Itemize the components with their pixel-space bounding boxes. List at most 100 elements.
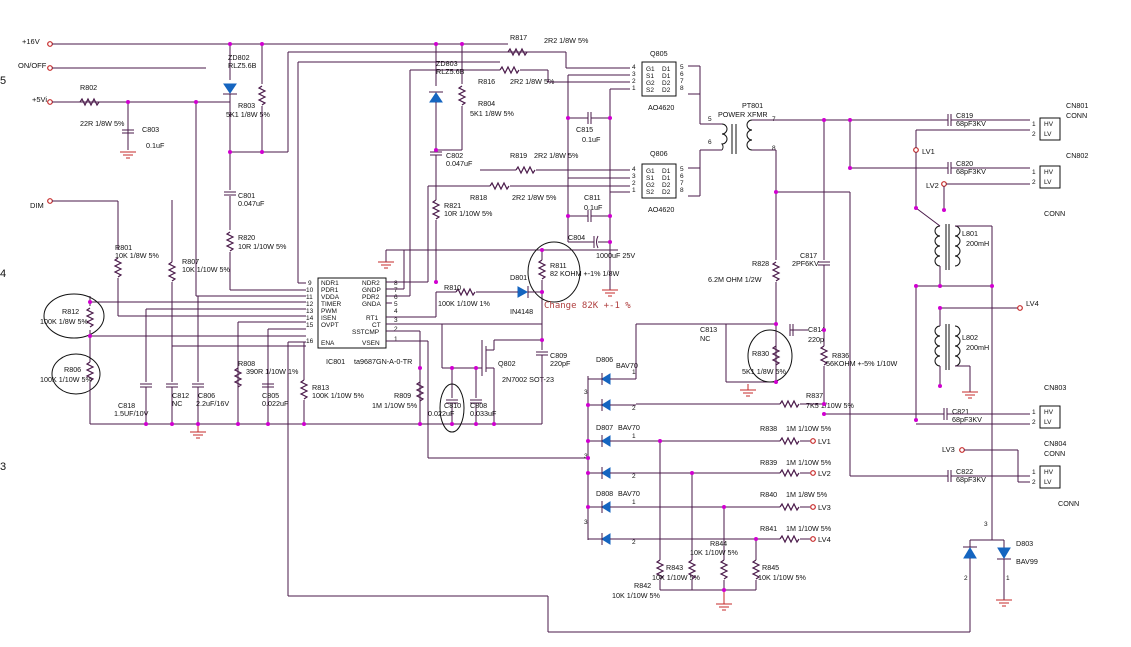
svg-text:DIM: DIM: [30, 201, 44, 210]
r821: R821 10R 1/10W 5%: [431, 199, 493, 220]
svg-text:C811: C811: [584, 193, 601, 202]
svg-text:PT801: PT801: [742, 101, 763, 110]
c803: C803 0.1uF: [122, 125, 165, 150]
svg-text:R839: R839: [760, 458, 777, 467]
svg-text:BAV70: BAV70: [618, 489, 640, 498]
svg-text:0.1uF: 0.1uF: [582, 135, 601, 144]
svg-text:G1: G1: [646, 66, 655, 73]
svg-text:1: 1: [1032, 409, 1036, 416]
svg-text:2: 2: [632, 405, 636, 412]
edge-mark-5: 5: [0, 75, 6, 87]
svg-text:0.1uF: 0.1uF: [146, 141, 165, 150]
svg-text:R838: R838: [760, 424, 777, 433]
svg-text:100K 1/10W 5%: 100K 1/10W 5%: [40, 375, 93, 384]
r840: R840 1M 1/8W 5%: [760, 490, 828, 512]
svg-text:4: 4: [632, 166, 636, 173]
svg-text:R836: R836: [832, 351, 849, 360]
svg-text:1M 1/10W 5%: 1M 1/10W 5%: [786, 424, 832, 433]
r817: R817 2R2 1/8W 5%: [507, 33, 589, 57]
svg-text:CT: CT: [372, 322, 381, 329]
c812: C812 NC: [166, 346, 189, 424]
change-note: Change 82K +-1 %: [544, 301, 631, 311]
r819: R819 2R2 1/8W 5%: [510, 151, 579, 175]
r839: R839 1M 1/10W 5%: [760, 458, 832, 478]
cn804: CN804 CONN HV LV 1 2 CONN: [1032, 439, 1079, 508]
cn801: CN801 CONN HV LV 1 2: [1032, 101, 1088, 141]
svg-text:CN803: CN803: [1044, 383, 1066, 392]
r844: R844 10K 1/10W 5%: [690, 539, 739, 580]
svg-text:2N7002 SOT-23: 2N7002 SOT-23: [502, 375, 554, 384]
c810: C810 0.022uF: [428, 368, 461, 424]
svg-text:C813: C813: [700, 325, 717, 334]
svg-text:100K 1/8W 5%: 100K 1/8W 5%: [40, 317, 89, 326]
svg-text:ON/OFF: ON/OFF: [18, 61, 47, 70]
svg-text:OVPT: OVPT: [321, 322, 339, 329]
net-5vi: +5Vi: [32, 95, 230, 105]
lv2-out-terminal: LV2: [810, 469, 831, 478]
svg-text:1: 1: [632, 499, 636, 506]
ground-ic: [378, 261, 394, 269]
svg-text:68pF3KV: 68pF3KV: [952, 415, 982, 424]
svg-text:C820: C820: [956, 159, 973, 168]
c805: C805 0.022uF: [262, 383, 289, 408]
svg-text:7: 7: [680, 180, 684, 187]
r803: R803 5K1 1/8W 5%: [226, 85, 271, 119]
svg-text:8: 8: [680, 187, 684, 194]
svg-text:C805: C805: [262, 391, 279, 400]
svg-text:8: 8: [394, 280, 398, 287]
r811-highlight-circle: [527, 241, 581, 303]
svg-text:1M 1/10W 5%: 1M 1/10W 5%: [372, 401, 418, 410]
svg-text:R806: R806: [64, 365, 81, 374]
svg-text:220pF: 220pF: [550, 359, 571, 368]
svg-text:D2: D2: [662, 189, 671, 196]
svg-text:5: 5: [680, 166, 684, 173]
svg-text:C810: C810: [444, 401, 461, 410]
r813: R813 100K 1/10W 5%: [299, 379, 365, 400]
svg-text:D807: D807: [596, 423, 613, 432]
svg-text:100K 1/10W 5%: 100K 1/10W 5%: [312, 391, 365, 400]
svg-text:+16V: +16V: [22, 37, 40, 46]
svg-text:3: 3: [584, 453, 588, 460]
svg-text:NC: NC: [172, 399, 182, 408]
svg-text:RLZ5.6B: RLZ5.6B: [436, 67, 465, 76]
svg-text:10: 10: [306, 287, 314, 294]
svg-text:22R 1/8W 5%: 22R 1/8W 5%: [80, 119, 125, 128]
svg-text:D801: D801: [510, 273, 527, 282]
svg-text:7: 7: [680, 78, 684, 85]
lv2-terminal: LV2: [926, 181, 947, 190]
r812-highlight-circle: [43, 293, 105, 339]
svg-text:100K 1/10W 1%: 100K 1/10W 1%: [438, 299, 491, 308]
svg-text:C817: C817: [800, 251, 817, 260]
svg-text:R804: R804: [478, 99, 495, 108]
svg-text:BAV70: BAV70: [618, 423, 640, 432]
svg-text:2: 2: [632, 78, 636, 85]
c810-highlight-circle: [439, 383, 465, 433]
d808: D808 BAV70 1 2 3: [584, 489, 780, 546]
edge-mark-3: 3: [0, 461, 6, 473]
svg-text:R830: R830: [752, 349, 769, 358]
c821: C821 68pF3KV: [943, 407, 982, 424]
svg-text:3: 3: [984, 521, 988, 528]
svg-text:R818: R818: [470, 193, 487, 202]
svg-text:PDR1: PDR1: [321, 287, 339, 294]
c801: C801 0.047uF: [224, 191, 265, 208]
d806: D806 BAV70 1 2 3: [584, 323, 726, 412]
svg-text:D1: D1: [662, 73, 671, 80]
svg-text:10K 1/10W 5%: 10K 1/10W 5%: [182, 265, 231, 274]
svg-text:2: 2: [1032, 419, 1036, 426]
svg-text:PDR2: PDR2: [362, 294, 380, 301]
r830-highlight-circle: [747, 329, 793, 383]
svg-text:2: 2: [1032, 131, 1036, 138]
d801: D801 IN4148: [510, 273, 533, 316]
d803: D803 BAV99 3 2 1: [963, 521, 1038, 632]
svg-text:10K 1/8W 5%: 10K 1/8W 5%: [115, 251, 160, 260]
svg-text:L801: L801: [962, 229, 978, 238]
lv3-out-terminal: LV3: [810, 503, 831, 512]
svg-text:5: 5: [680, 64, 684, 71]
svg-text:2: 2: [632, 180, 636, 187]
svg-text:3: 3: [632, 173, 636, 180]
svg-text:12: 12: [306, 301, 314, 308]
svg-text:3: 3: [584, 519, 588, 526]
svg-text:IC801: IC801: [326, 357, 345, 366]
